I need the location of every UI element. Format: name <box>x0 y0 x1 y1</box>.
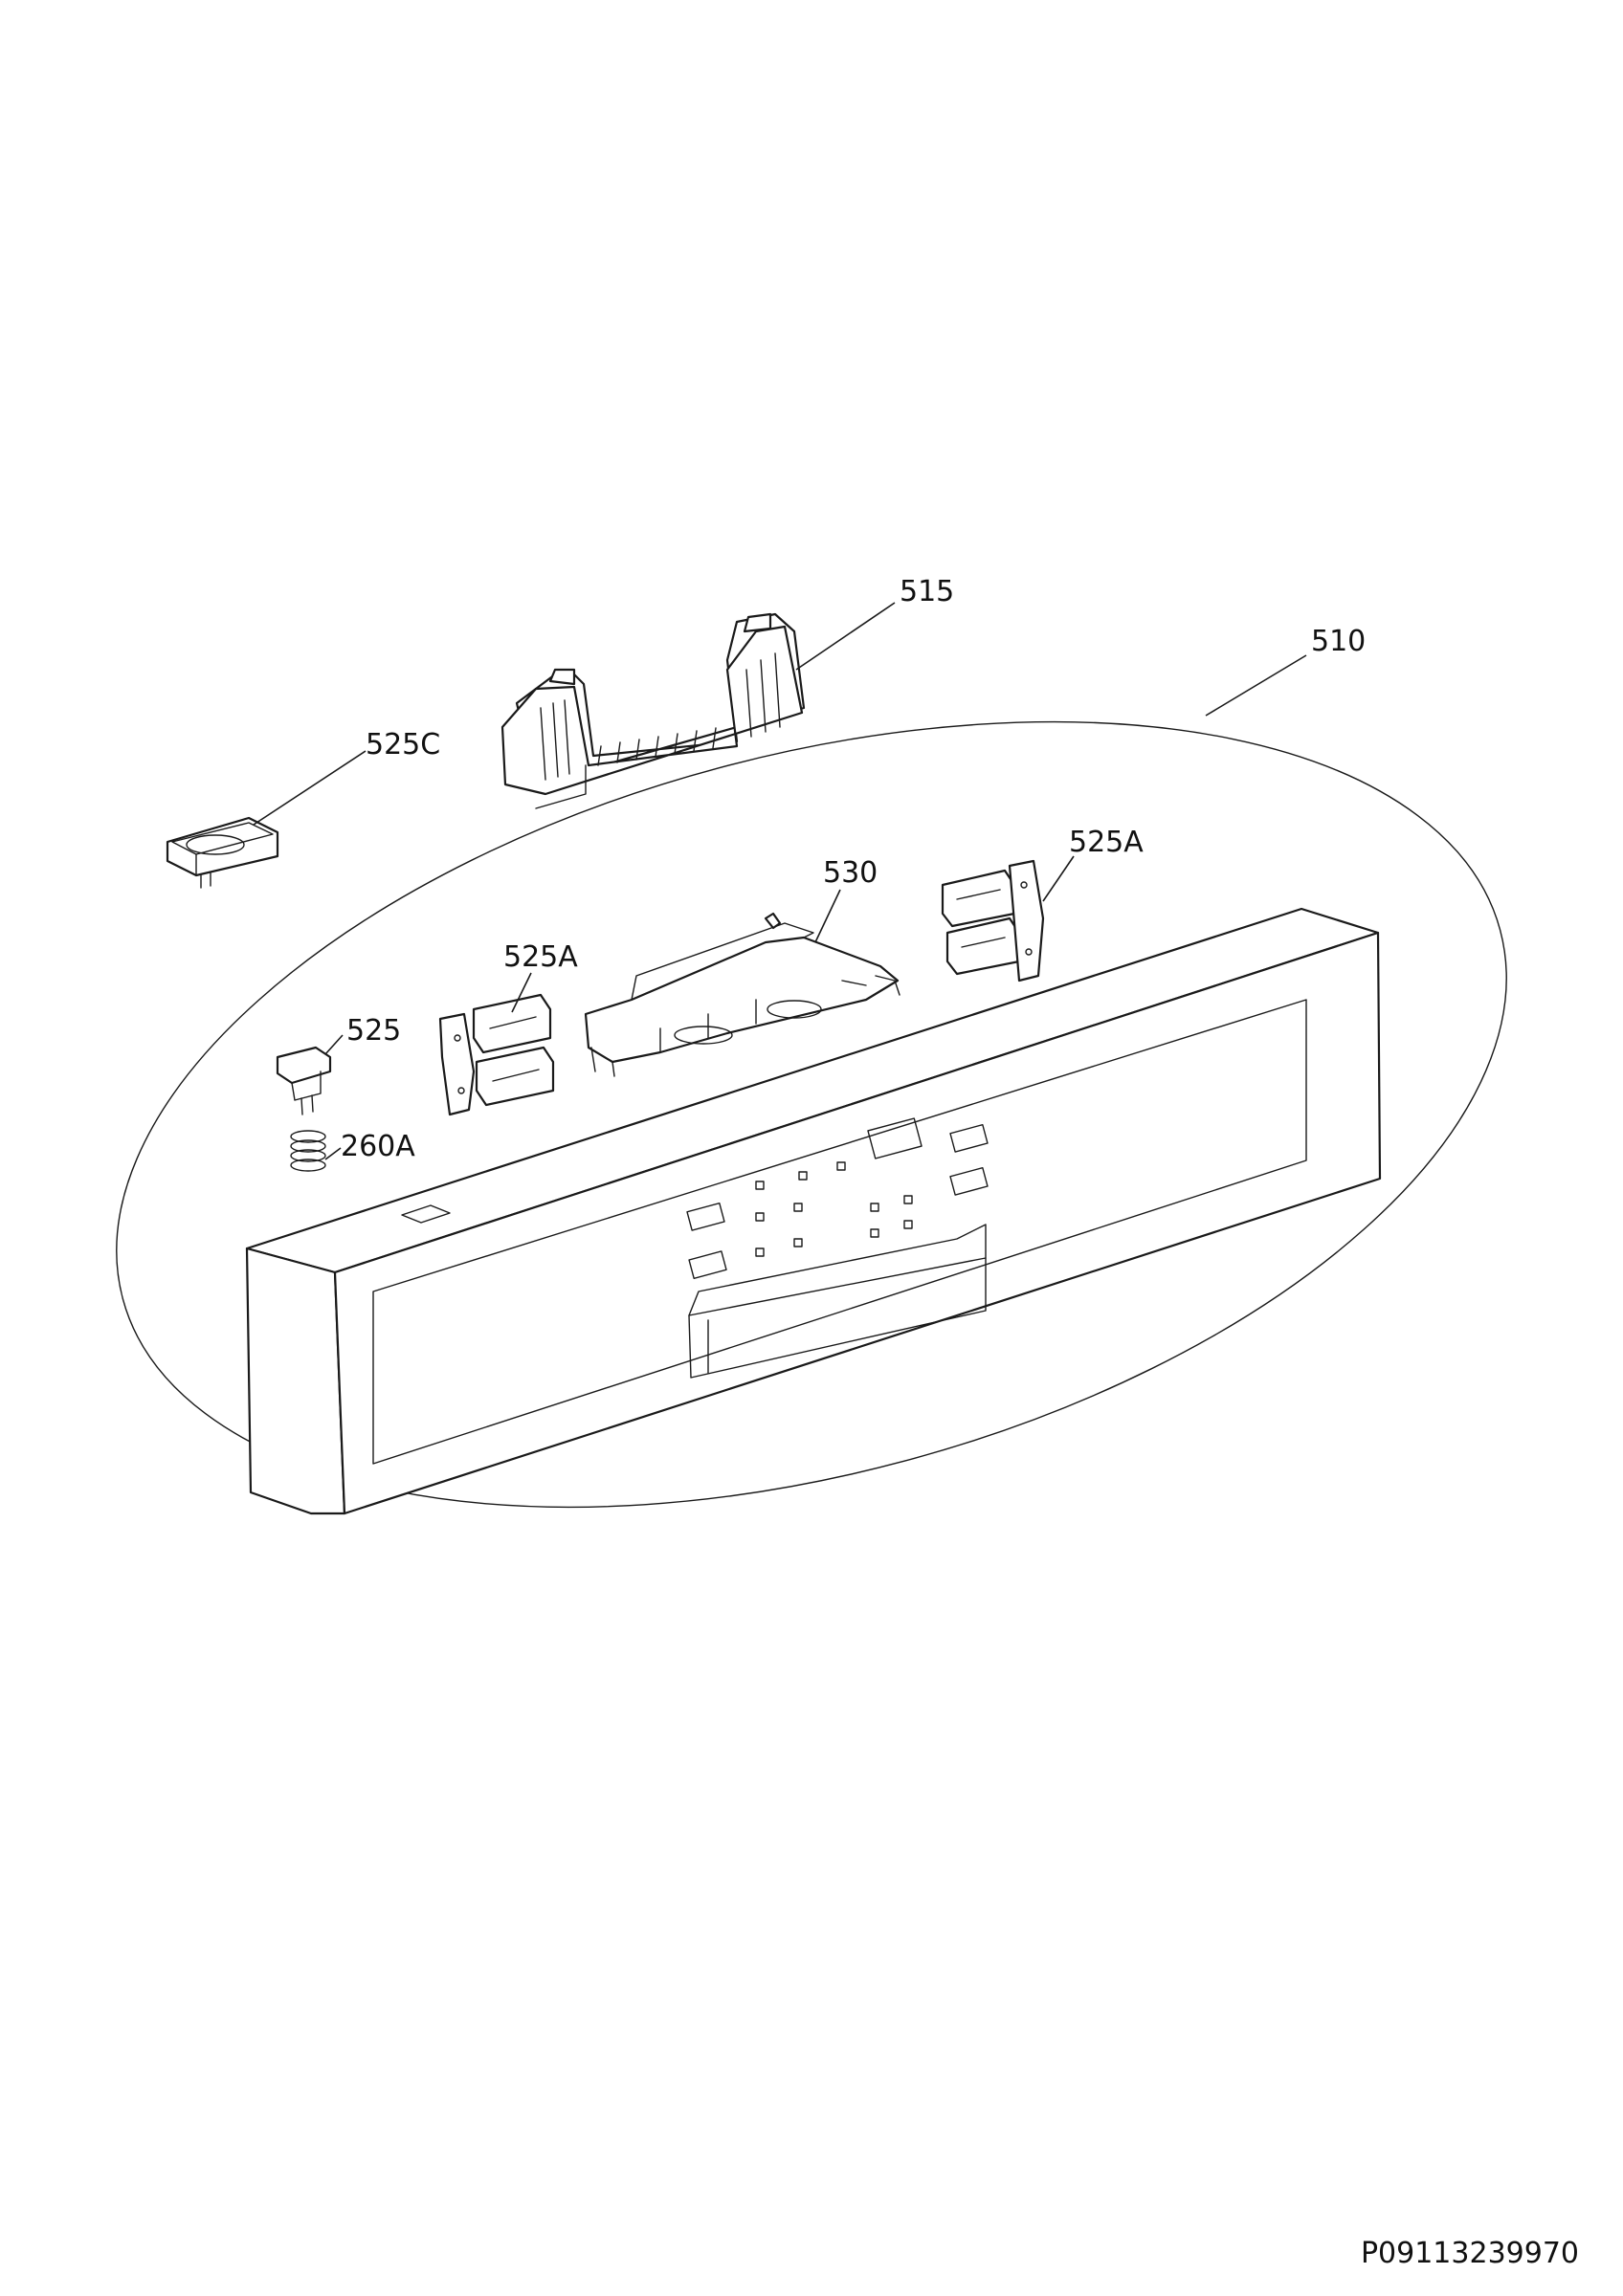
part-260a-spring <box>290 1130 326 1172</box>
part-515-bracket <box>500 612 806 809</box>
callout-525: 525 <box>346 1014 401 1048</box>
callout-260a: 260A <box>341 1130 415 1163</box>
part-525-button <box>276 1046 332 1115</box>
assembly-group-ellipse <box>116 720 1507 1509</box>
part-525c-cup <box>166 816 279 889</box>
callout-525c: 525C <box>366 728 440 762</box>
leader-lines <box>253 602 1307 1160</box>
part-525a-right-holder <box>941 859 1045 982</box>
callout-530: 530 <box>823 856 878 890</box>
callout-525a-left: 525A <box>503 940 578 974</box>
control-panel <box>245 907 1382 1515</box>
callout-510: 510 <box>1311 625 1366 658</box>
callout-labels: 515 510 525C 525A 530 525A 525 260A <box>341 575 1366 1163</box>
part-530-module <box>584 912 900 1077</box>
part-525a-left-holder <box>438 993 555 1116</box>
document-id: P09113239970 <box>1361 2237 1579 2270</box>
callout-515: 515 <box>900 575 954 608</box>
callout-525a-right: 525A <box>1069 826 1144 859</box>
